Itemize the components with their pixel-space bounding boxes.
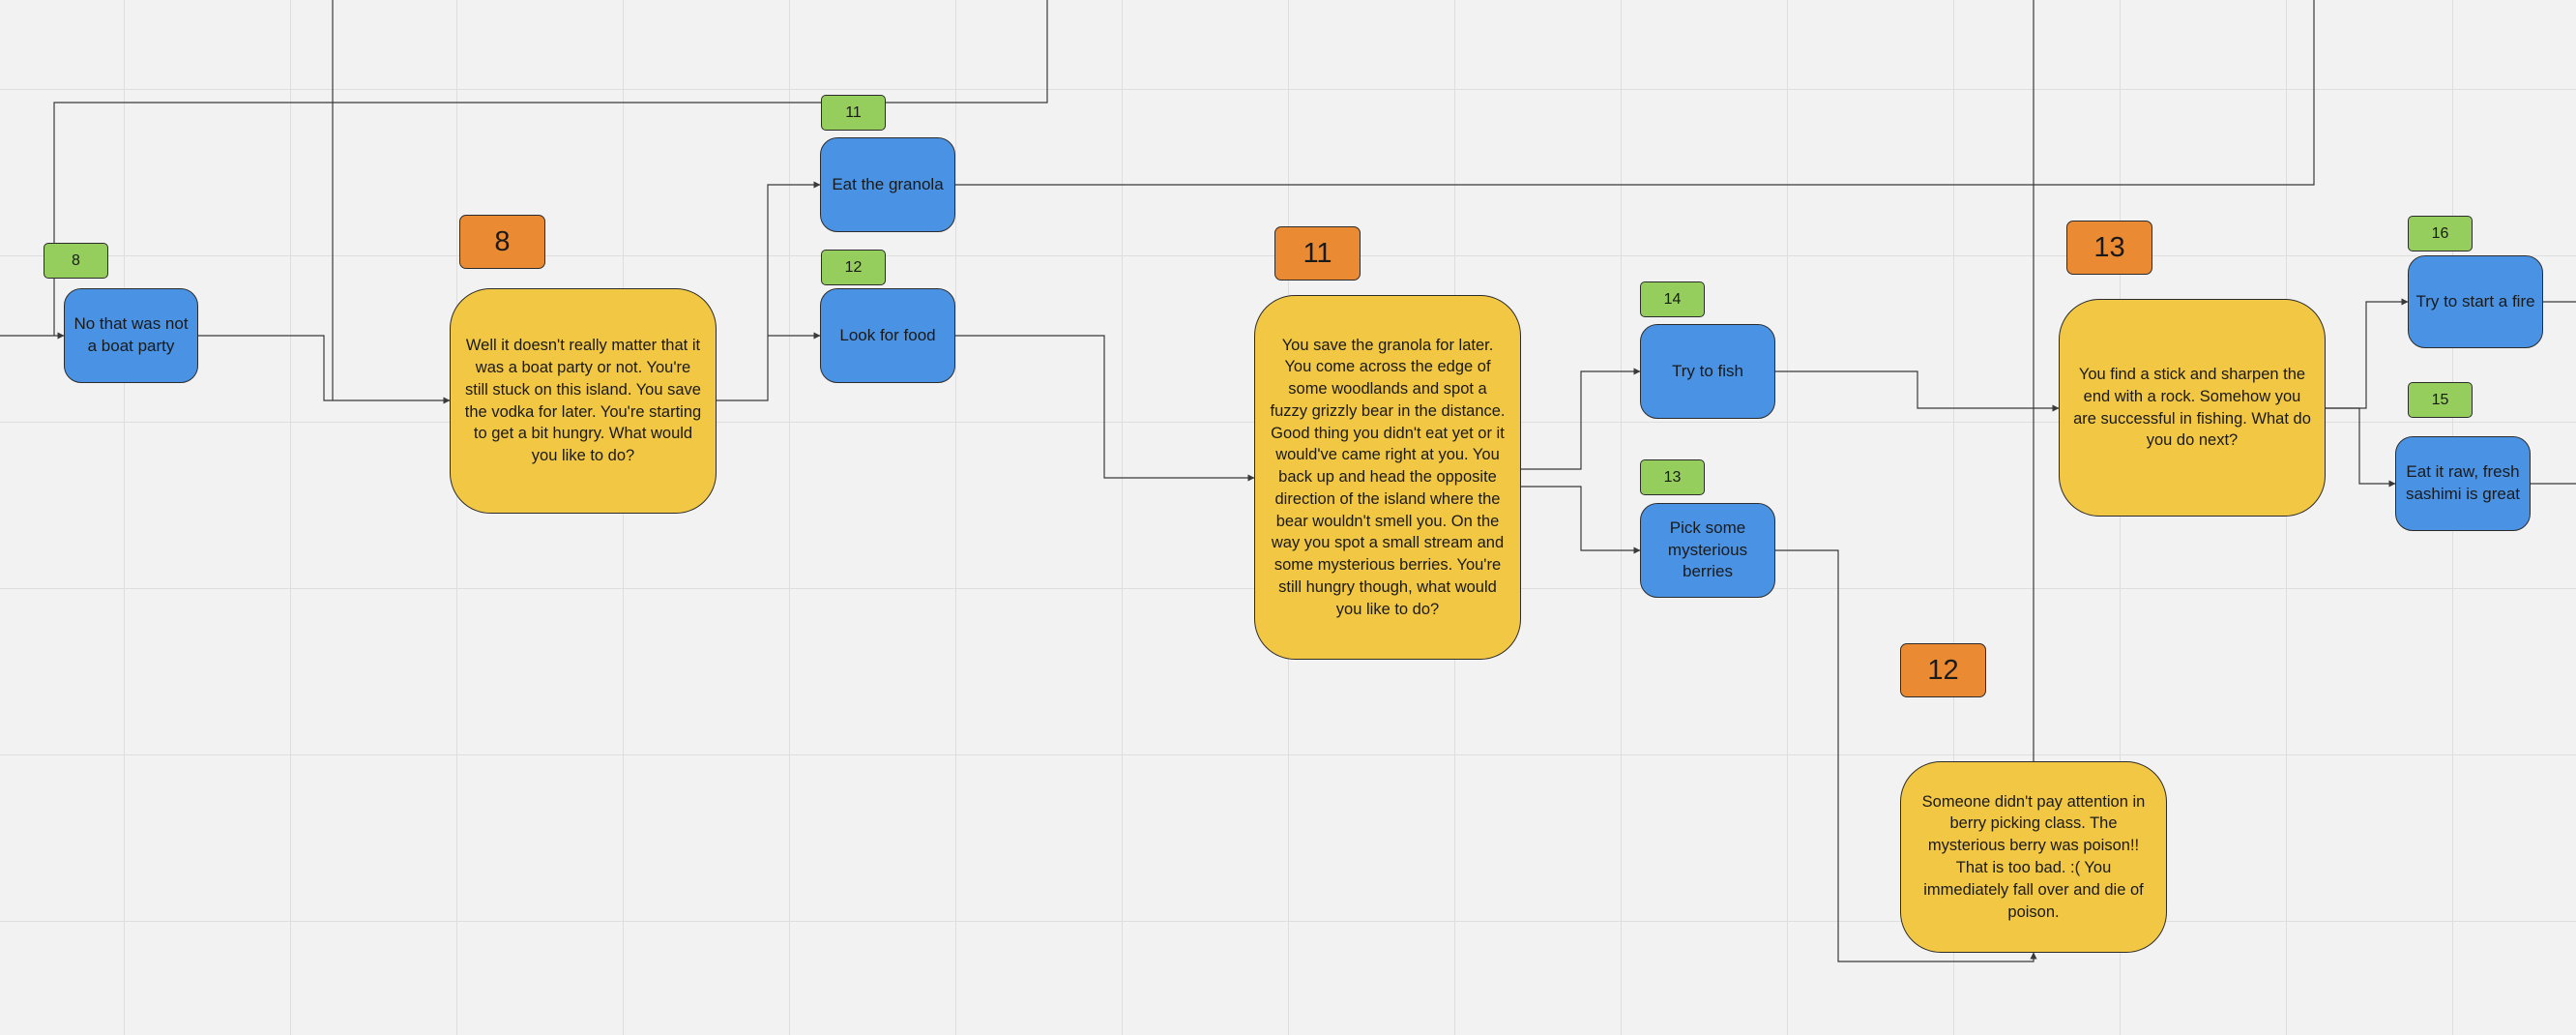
choice-target-tag: 16: [2408, 216, 2473, 251]
connector-story-11-to-berries: [1521, 486, 1641, 554]
choice-target-tag: 13: [1640, 459, 1705, 495]
connector-eat-granola-up: [955, 0, 2315, 186]
connector-story-8-to-eat-granola: [717, 181, 821, 401]
choice-target-tag: 8: [44, 243, 108, 279]
story-node-12[interactable]: Someone didn't pay attention in berry pi…: [1900, 761, 2167, 953]
connector-look-food-to-story-11: [955, 335, 1255, 482]
choice-start-fire[interactable]: Try to start a fire: [2408, 255, 2543, 348]
choice-target-tag: 12: [821, 250, 886, 285]
choice-look-for-food[interactable]: Look for food: [820, 288, 955, 383]
story-node-8[interactable]: Well it doesn't really matter that it wa…: [450, 288, 717, 514]
choice-eat-raw[interactable]: Eat it raw, fresh sashimi is great: [2395, 436, 2531, 531]
node-number-12: 12: [1900, 643, 1986, 697]
node-number-8: 8: [459, 215, 545, 269]
choice-pick-berries[interactable]: Pick some mysterious berries: [1640, 503, 1775, 598]
choice-no-boat-party[interactable]: No that was not a boat party: [64, 288, 198, 383]
connector-try-fish-to-story-13: [1775, 370, 2060, 412]
node-number-13: 13: [2066, 221, 2152, 275]
connector-top-to-no-boat-party: [53, 0, 1048, 336]
choice-target-tag: 15: [2408, 382, 2473, 418]
story-node-11[interactable]: You save the granola for later. You come…: [1254, 295, 1521, 660]
choice-try-to-fish[interactable]: Try to fish: [1640, 324, 1775, 419]
story-node-13[interactable]: You find a stick and sharpen the end wit…: [2059, 299, 2326, 517]
choice-target-tag: 14: [1640, 281, 1705, 317]
connector-story-13-to-start-fire: [2326, 298, 2409, 409]
choice-target-tag: 11: [821, 95, 886, 131]
node-number-11: 11: [1274, 226, 1361, 281]
connector-no-boat-party-to-story-8: [196, 335, 451, 404]
connector-berries-to-story-12: [1775, 549, 2037, 962]
connector-story-13-to-eat-raw: [2326, 407, 2396, 488]
connector-story-11-to-try-fish: [1521, 368, 1641, 470]
choice-eat-granola[interactable]: Eat the granola: [820, 137, 955, 232]
